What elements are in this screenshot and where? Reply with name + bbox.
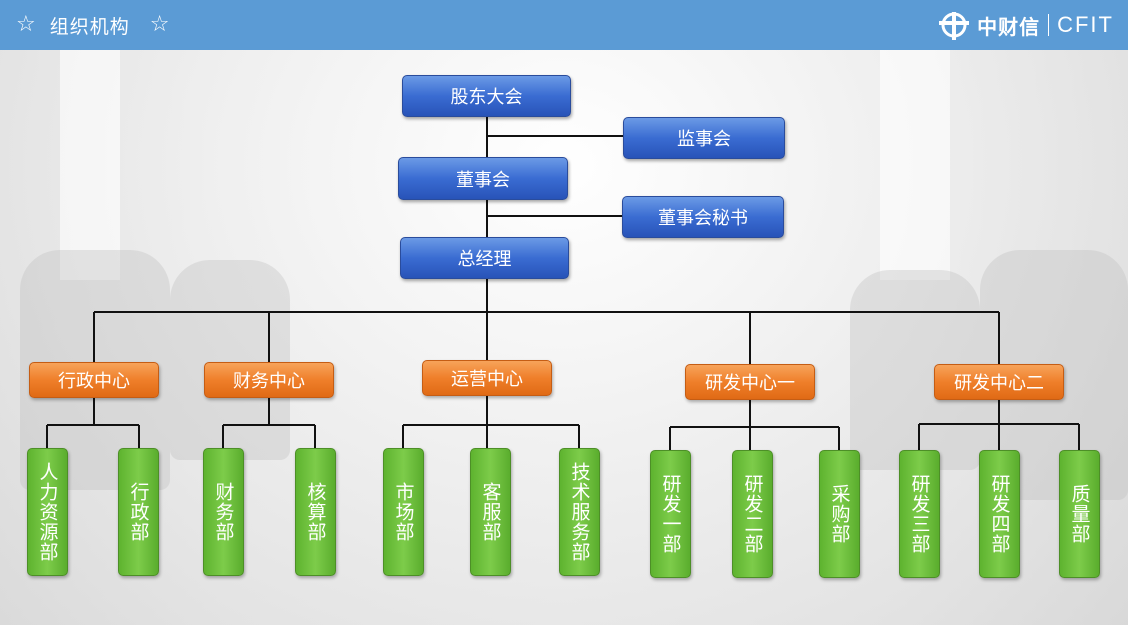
node-dept-accounting: 核算部 bbox=[295, 448, 336, 576]
node-dept-rd1: 研发一部 bbox=[650, 450, 691, 578]
node-dept-rd2: 研发二部 bbox=[732, 450, 773, 578]
node-board-secretary: 董事会秘书 bbox=[622, 196, 784, 238]
node-center-admin: 行政中心 bbox=[29, 362, 159, 398]
star-icon: ☆ bbox=[149, 12, 170, 37]
node-dept-customer-service: 客服部 bbox=[470, 448, 511, 576]
node-dept-admin: 行政部 bbox=[118, 448, 159, 576]
node-dept-purchasing: 采购部 bbox=[819, 450, 860, 578]
node-center-rd2: 研发中心二 bbox=[934, 364, 1064, 400]
node-dept-finance: 财务部 bbox=[203, 448, 244, 576]
node-board: 董事会 bbox=[398, 157, 568, 200]
star-icon: ☆ bbox=[16, 12, 36, 37]
company-logo: 中财信 CFIT bbox=[937, 8, 1114, 42]
node-dept-hr: 人力资源部 bbox=[27, 448, 68, 576]
node-dept-rd4: 研发四部 bbox=[979, 450, 1020, 578]
logo-divider bbox=[1048, 14, 1050, 36]
node-center-rd1: 研发中心一 bbox=[685, 364, 815, 400]
logo-icon bbox=[939, 12, 970, 40]
node-supervisors: 监事会 bbox=[623, 117, 785, 159]
page-title: 组织机构 bbox=[49, 15, 130, 38]
logo-text-cn: 中财信 bbox=[977, 14, 1041, 39]
node-dept-tech-service: 技术服务部 bbox=[559, 448, 600, 576]
header-bar: ☆ 组织机构 ☆ 中财信 CFIT bbox=[0, 0, 1128, 50]
node-shareholders: 股东大会 bbox=[402, 75, 571, 117]
node-dept-rd3: 研发三部 bbox=[899, 450, 940, 578]
node-center-operations: 运营中心 bbox=[422, 360, 552, 396]
node-dept-quality: 质量部 bbox=[1059, 450, 1100, 578]
node-center-finance: 财务中心 bbox=[204, 362, 334, 398]
node-dept-marketing: 市场部 bbox=[383, 448, 424, 576]
logo-text-en: CFIT bbox=[1057, 12, 1114, 37]
node-general-manager: 总经理 bbox=[400, 237, 569, 279]
